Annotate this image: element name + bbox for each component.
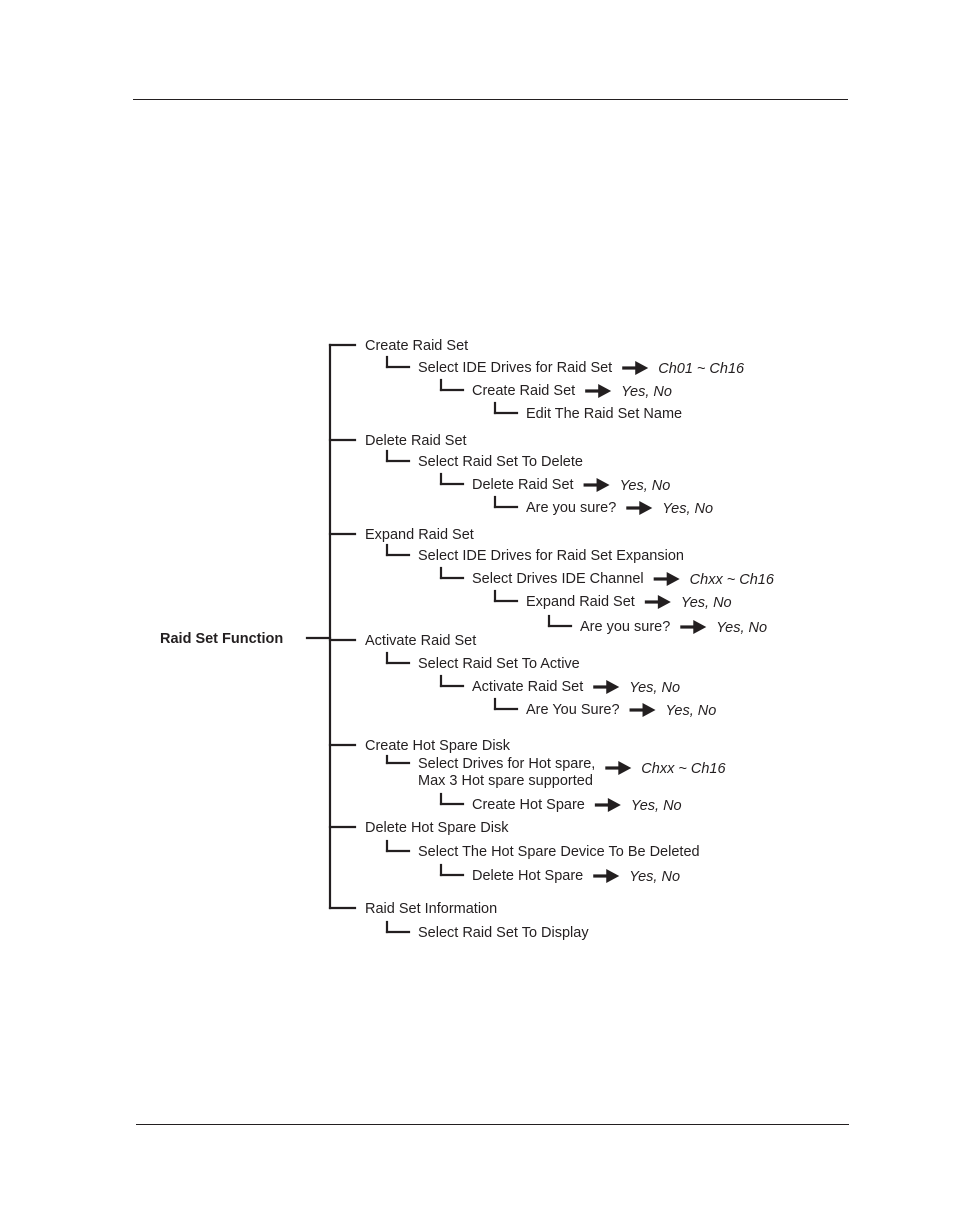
step-label: Create Raid Set: [472, 383, 575, 399]
arrow-icon: [593, 869, 620, 883]
step-label: Delete Hot Spare: [472, 868, 583, 884]
footer-rule: [136, 1124, 849, 1125]
arrow-icon: [594, 798, 621, 812]
group-label: Create Raid Set: [365, 338, 468, 354]
step-label: Select IDE Drives for Raid Set: [418, 360, 612, 376]
step-label: Select Drives IDE Channel: [472, 571, 644, 587]
option-values: Chxx ~ Ch16: [690, 572, 775, 588]
step-label: Max 3 Hot spare supported: [418, 773, 593, 789]
arrow-icon: [593, 680, 620, 694]
step-label: Are You Sure?: [526, 702, 620, 718]
option-values: Ch01 ~ Ch16: [658, 361, 745, 377]
connector-lines: [305, 343, 707, 934]
step-label: Edit The Raid Set Name: [526, 406, 682, 422]
step-label: Select Raid Set To Delete: [418, 454, 583, 470]
group-label: Create Hot Spare Disk: [365, 738, 511, 754]
arrow-icon: [583, 478, 610, 492]
option-values: Yes, No: [681, 595, 732, 611]
step-label: Select IDE Drives for Raid Set Expansion: [418, 548, 684, 564]
group-label: Delete Raid Set: [365, 433, 467, 449]
option-values: Yes, No: [629, 680, 680, 696]
option-values: Yes, No: [716, 620, 767, 636]
option-values: Yes, No: [631, 798, 682, 814]
arrow-icon: [622, 361, 649, 375]
arrow-icon: [629, 703, 656, 717]
step-label: Are you sure?: [580, 619, 670, 635]
root-label: Raid Set Function: [160, 631, 283, 647]
group-label: Activate Raid Set: [365, 633, 476, 649]
option-values: Yes, No: [662, 501, 713, 517]
arrow-icon: [644, 595, 671, 609]
option-values: Yes, No: [621, 384, 672, 400]
step-label: Activate Raid Set: [472, 679, 583, 695]
group-label: Delete Hot Spare Disk: [365, 820, 509, 836]
arrow-icon: [605, 761, 632, 775]
arrow-icon: [626, 501, 653, 515]
step-label: Select The Hot Spare Device To Be Delete…: [418, 844, 700, 860]
step-label: Select Raid Set To Active: [418, 656, 580, 672]
step-label: Expand Raid Set: [526, 594, 635, 610]
step-label: Are you sure?: [526, 500, 616, 516]
step-label: Select Raid Set To Display: [418, 925, 589, 941]
arrow-icon: [585, 384, 612, 398]
option-values: Yes, No: [620, 478, 671, 494]
step-label: Create Hot Spare: [472, 797, 585, 813]
header-rule: [133, 99, 848, 100]
arrow-icon: [680, 620, 707, 634]
option-values: Chxx ~ Ch16: [641, 761, 726, 777]
step-label: Select Drives for Hot spare,: [418, 756, 595, 772]
group-label: Expand Raid Set: [365, 527, 474, 543]
option-values: Yes, No: [629, 869, 680, 885]
step-label: Delete Raid Set: [472, 477, 574, 493]
arrow-icon: [653, 572, 680, 586]
option-values: Yes, No: [666, 703, 717, 719]
group-label: Raid Set Information: [365, 901, 497, 917]
